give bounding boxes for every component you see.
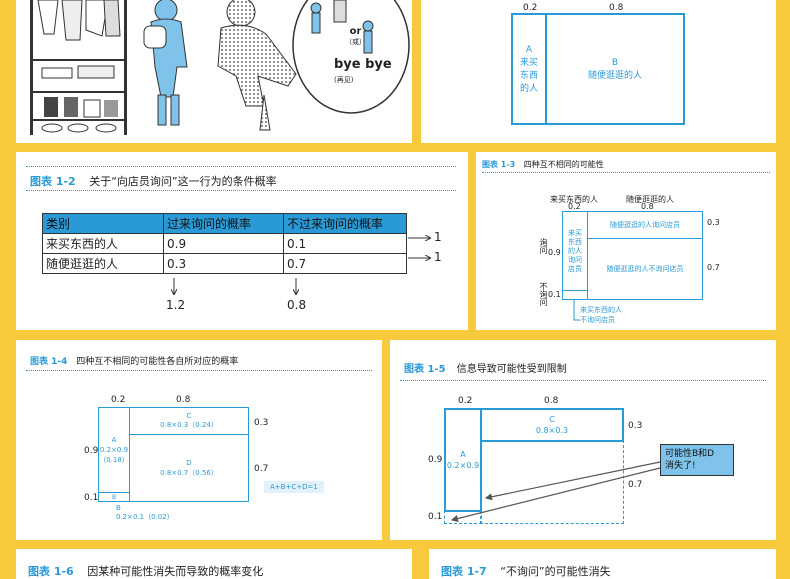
- col-a-value: 0.2: [523, 3, 538, 13]
- fig5-callout-arrows: [450, 461, 661, 523]
- fig6-title: 因某种可能性消失而导致的概率变化: [87, 565, 264, 578]
- fig3-col1-label: 来买东西的人: [550, 195, 598, 204]
- bubble-bye-paren-text: (再见): [334, 76, 354, 84]
- col-no-ask-sum: 0.8: [287, 298, 307, 312]
- fig4-right-07: 0.7: [254, 464, 269, 474]
- fig4-title: 四种互不相同的可能性各自所对应的概率: [76, 357, 239, 367]
- fig3-callout: 来买东西的人 不询问店员: [580, 306, 622, 324]
- row1-no-ask: 0.1: [283, 233, 407, 254]
- fig4-right-03: 0.3: [254, 418, 269, 428]
- fig4-cell-c: C 0.8×0.3（0.24）: [129, 407, 249, 435]
- row2-category: 随便逛逛的人: [42, 253, 164, 274]
- fig4-left-01: 0.1: [84, 493, 99, 503]
- fig5-right-07: 0.7: [628, 480, 643, 490]
- table-header-row: 类别 过来询问的概率 不过来询问的概率: [42, 213, 407, 234]
- fig5-title: 信息导致可能性受到限制: [456, 364, 567, 375]
- fig3-title: 四种互不相同的可能性: [523, 160, 604, 169]
- figure-1-3-panel: 图表 1-3 四种互不相同的可能性 来买东西的人 0.2 随便逛逛的人 0.8 …: [476, 152, 776, 330]
- row1-category: 来买东西的人: [42, 233, 164, 254]
- fig5-number: 图表 1-5: [404, 364, 446, 375]
- fig2-title: 关于“向店员询问”这一行为的条件概率: [89, 175, 277, 188]
- conditional-probability-table: 类别 过来询问的概率 不过来询问的概率 来买东西的人 0.9 0.1 随便逛逛的…: [42, 213, 407, 274]
- header-ask: 过来询问的概率: [163, 213, 284, 234]
- fig3-right-bottom: 0.7: [707, 263, 720, 272]
- fig3-col2-label: 随便逛逛的人: [626, 195, 674, 204]
- fig4-number: 图表 1-4: [30, 357, 68, 367]
- bubble-or-text: or: [349, 26, 362, 37]
- fig5-cell-a: A 0.2×0.9: [444, 408, 482, 512]
- figure-1-2-panel: 图表 1-2 关于“向店员询问”这一行为的条件概率 类别 过来询问的概率 不过来…: [16, 152, 468, 330]
- comic-panel: or （或） bye bye (再见): [16, 0, 412, 143]
- fig3-row-noask: 不询问: [539, 282, 548, 306]
- fig5-cell-b-removed: [444, 510, 482, 524]
- fig4-cell-a: A 0.2×0.9 （0.18）: [98, 407, 130, 493]
- fig5-right-03: 0.3: [628, 421, 643, 431]
- fig5-callout: 可能性B和D 消失了!: [660, 444, 734, 476]
- fig3-callout-connector: [573, 300, 580, 321]
- box-a: A 来买 东西 的人: [511, 13, 547, 125]
- figure-1-4-panel: 图表 1-4 四种互不相同的可能性各自所对应的概率 0.2 0.8 0.9 0.…: [16, 340, 382, 540]
- fig3-number: 图表 1-3: [482, 160, 516, 169]
- col-b-value: 0.8: [609, 3, 624, 13]
- fig4-sum-label: A+B+C+D=1: [264, 481, 324, 493]
- fig5-cell-c: C 0.8×0.3: [480, 408, 624, 442]
- header-category: 类别: [42, 213, 164, 234]
- fig3-right-top: 0.3: [707, 218, 720, 227]
- figure-ab-panel: 0.2 0.8 A 来买 东西 的人 B 随便逛逛的人: [421, 0, 776, 143]
- fig2-number: 图表 1-2: [30, 175, 76, 188]
- fig4-cell-b-text: 0.2×0.1（0.02）: [116, 513, 174, 521]
- fig3-row-ask: 询问: [539, 238, 548, 254]
- table-arrows: [16, 152, 468, 330]
- fig4-cell-b: B: [98, 492, 130, 502]
- row1-sum: 1: [434, 230, 442, 244]
- header-no-ask: 不过来询问的概率: [283, 213, 407, 234]
- fig5-top-right: 0.8: [544, 396, 559, 406]
- fig3-row-ask-value: 0.9: [548, 248, 561, 257]
- fig4-cell-d: D 0.8×0.7（0.56）: [129, 434, 249, 502]
- figure-1-5-panel: 图表 1-5 信息导致可能性受到限制 0.2 0.8 0.9 0.1 0.3 0…: [390, 340, 776, 540]
- col-ask-sum: 1.2: [166, 298, 186, 312]
- row2-sum: 1: [434, 250, 442, 264]
- fig3-col1-value: 0.2: [568, 202, 581, 211]
- fig4-top-right: 0.8: [176, 395, 191, 405]
- fig4-cell-b-callout: B 0.2×0.1（0.02）: [116, 504, 174, 522]
- comic-illustration: [30, 0, 410, 135]
- bubble-bye-text: bye bye: [334, 57, 392, 72]
- fig3-row-noask-value: 0.1: [548, 290, 561, 299]
- fig7-title: “不询问”的可能性消失: [500, 565, 611, 578]
- box-b: B 随便逛逛的人: [545, 13, 685, 125]
- fig4-top-left: 0.2: [111, 395, 126, 405]
- fig6-number: 图表 1-6: [28, 565, 74, 578]
- row2-ask: 0.3: [163, 253, 284, 274]
- fig7-number: 图表 1-7: [441, 565, 487, 578]
- fig3-cell-d: 随便逛逛的人不询问店员: [587, 238, 703, 300]
- row2-no-ask: 0.7: [283, 253, 407, 274]
- table-row: 随便逛逛的人 0.3 0.7: [42, 253, 407, 274]
- fig4-cell-b-label: B: [116, 504, 121, 512]
- fig5-left-01: 0.1: [428, 512, 443, 522]
- fig5-top-left: 0.2: [458, 396, 473, 406]
- fig5-left-09: 0.9: [428, 455, 443, 465]
- bubble-or-paren-text: （或）: [345, 38, 366, 46]
- fig5-cell-d-removed: [480, 440, 624, 524]
- fig4-left-09: 0.9: [84, 446, 99, 456]
- fig3-col2-value: 0.8: [641, 202, 654, 211]
